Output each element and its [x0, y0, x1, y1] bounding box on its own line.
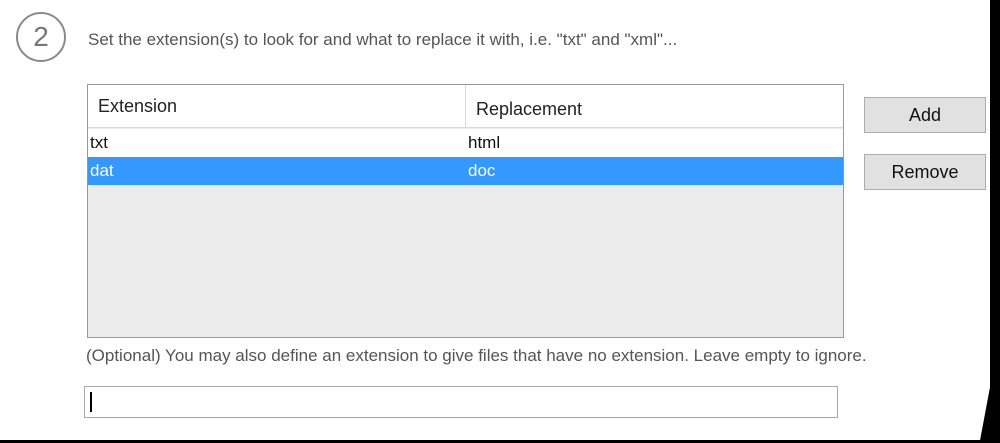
replacement-cell: doc [468, 161, 496, 180]
replacement-cell: html [468, 133, 501, 152]
default-extension-input[interactable] [84, 386, 838, 418]
column-header-replacement[interactable]: Replacement [476, 98, 583, 119]
extension-cell: txt [90, 133, 108, 152]
column-header-extension[interactable]: Extension [88, 85, 466, 127]
text-caret [90, 392, 92, 412]
step-number-badge: 2 [16, 12, 66, 62]
step-instruction: Set the extension(s) to look for and wha… [88, 30, 678, 49]
table-row[interactable]: txt html [88, 129, 843, 157]
remove-button[interactable]: Remove [864, 154, 986, 190]
list-header: Extension Replacement [88, 85, 843, 128]
optional-extension-label: (Optional) You may also define an extens… [86, 346, 867, 365]
table-row-selected[interactable]: dat doc [88, 157, 843, 185]
add-button[interactable]: Add [864, 97, 986, 133]
extension-cell: dat [90, 161, 114, 180]
extension-list[interactable]: Extension Replacement txt html dat doc [87, 84, 844, 338]
